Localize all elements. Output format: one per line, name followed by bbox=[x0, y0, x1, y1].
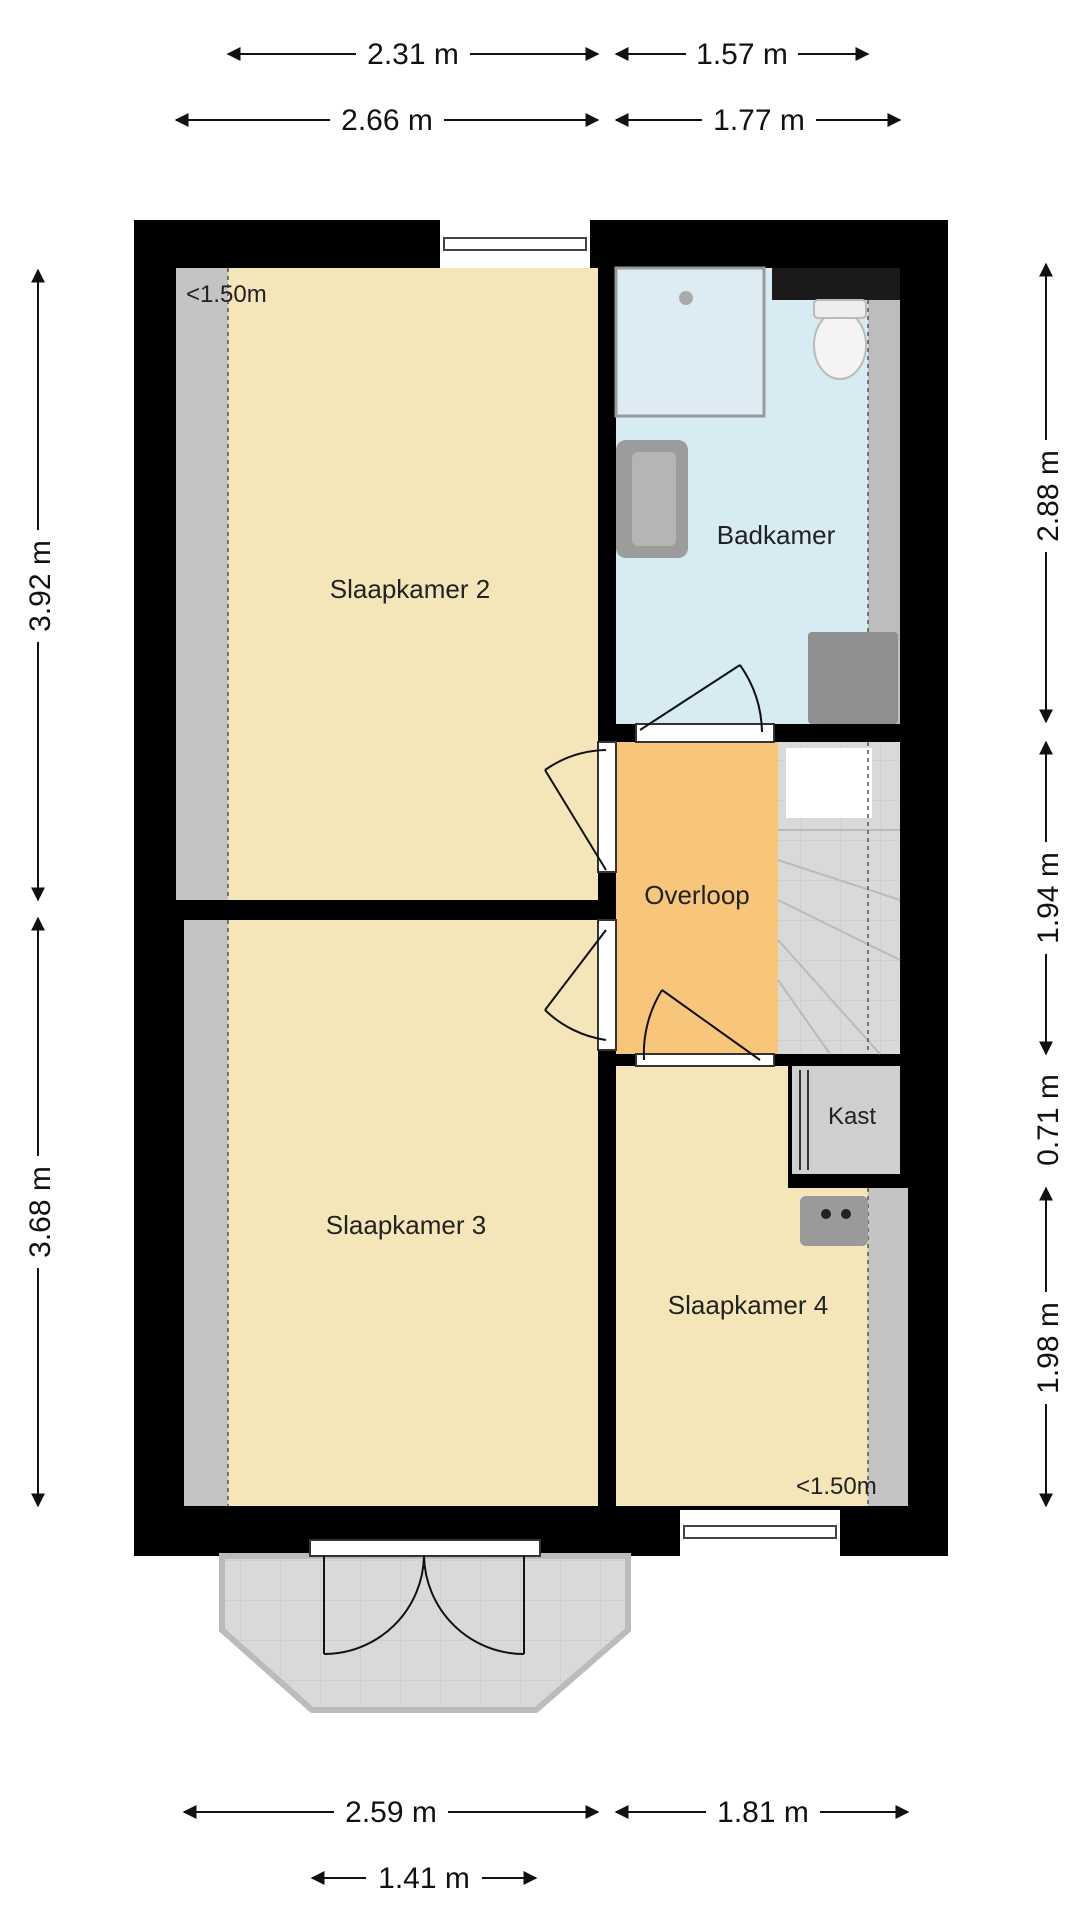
dimension-label: 1.81 m bbox=[717, 1796, 809, 1829]
dimension-bottom-row2: 1.41 m bbox=[310, 1860, 538, 1896]
room-label-badkamer: Badkamer bbox=[717, 520, 836, 550]
balcony bbox=[219, 1539, 631, 1713]
dimension-top-row1: 2.31 m 1.57 m bbox=[226, 36, 870, 72]
sloped-ceiling-area bbox=[184, 920, 228, 1506]
room-label-slaapkamer-2: Slaapkamer 2 bbox=[330, 574, 490, 604]
sloped-ceiling-area bbox=[868, 1188, 908, 1506]
room-label-slaapkamer-3: Slaapkamer 3 bbox=[326, 1210, 486, 1240]
room-label-slaapkamer-4: Slaapkamer 4 bbox=[668, 1290, 828, 1320]
door-slaapkamer-2 bbox=[544, 741, 617, 873]
sink-icon bbox=[800, 1196, 868, 1246]
door-slaapkamer-4 bbox=[635, 989, 775, 1067]
window-bottom-right bbox=[680, 1510, 840, 1556]
dimension-label: 1.98 m bbox=[1032, 1302, 1065, 1394]
shower-head-icon bbox=[679, 291, 693, 305]
door-badkamer bbox=[635, 664, 775, 743]
dimension-label: 1.94 m bbox=[1032, 852, 1065, 944]
dimension-label: 3.92 m bbox=[24, 540, 57, 632]
room-slaapkamer-2 bbox=[176, 268, 598, 900]
window-top bbox=[440, 220, 590, 268]
low-ceiling-note-bottom: <1.50m bbox=[796, 1473, 877, 1500]
dimension-left: 3.92 m 3.68 m bbox=[20, 268, 57, 1508]
dimension-label: 2.88 m bbox=[1032, 450, 1065, 542]
low-ceiling-note-top: <1.50m bbox=[186, 281, 267, 308]
dimension-label: 1.77 m bbox=[713, 104, 805, 137]
room-slaapkamer-3 bbox=[184, 920, 598, 1506]
dimension-label: 1.41 m bbox=[378, 1862, 470, 1895]
room-label-kast: Kast bbox=[828, 1103, 876, 1130]
room-badkamer bbox=[614, 266, 900, 724]
room-label-overloop: Overloop bbox=[644, 880, 750, 910]
dimension-top-row2: 2.66 m 1.77 m bbox=[174, 102, 902, 138]
dimension-label: 2.31 m bbox=[367, 38, 459, 71]
sloped-ceiling-area bbox=[176, 268, 228, 900]
room-kast bbox=[792, 1066, 900, 1174]
dimension-bottom-row1: 2.59 m 1.81 m bbox=[182, 1794, 910, 1830]
room-slaapkamer-4 bbox=[616, 1066, 908, 1506]
shower bbox=[614, 266, 766, 418]
dimension-label: 0.71 m bbox=[1032, 1074, 1065, 1166]
toilet-icon bbox=[813, 310, 867, 380]
stairs bbox=[777, 742, 901, 1055]
dimension-right: 2.88 m 1.94 m 0.71 m 1.98 m bbox=[1028, 262, 1065, 1508]
dimension-label: 2.59 m bbox=[345, 1796, 437, 1829]
dimension-label: 2.66 m bbox=[341, 104, 433, 137]
dimension-label: 1.57 m bbox=[696, 38, 788, 71]
room-overloop bbox=[616, 742, 778, 1054]
door-slaapkamer-3 bbox=[544, 919, 617, 1051]
washing-machine-icon bbox=[808, 632, 898, 724]
dimension-label: 3.68 m bbox=[24, 1166, 57, 1258]
